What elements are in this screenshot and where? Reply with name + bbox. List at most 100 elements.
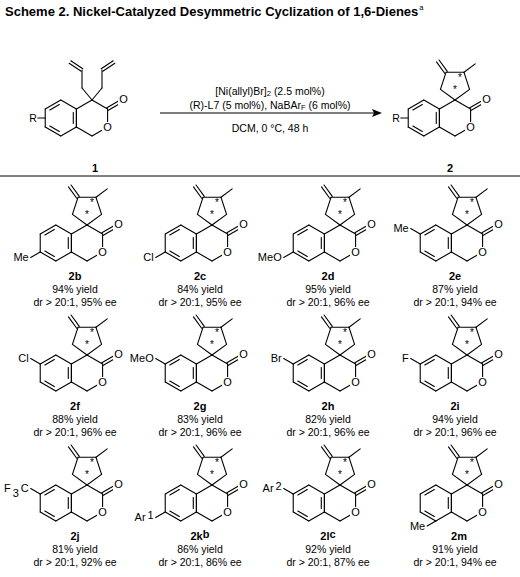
- ring-bond: [420, 234, 421, 252]
- ring-bond: [293, 494, 294, 512]
- selectivity-text: dr > 20:1, 96% ee: [286, 426, 369, 438]
- superscript: b: [203, 528, 210, 541]
- ring-bond: [325, 474, 340, 485]
- double-bond: [439, 60, 447, 71]
- ring-bond: [71, 494, 72, 512]
- substituent-bond: [31, 359, 41, 365]
- ring-bond: [420, 252, 436, 261]
- atom-label: O: [238, 219, 249, 230]
- ring-bond: [212, 344, 227, 355]
- ring-bond: [71, 252, 87, 261]
- ring-bond: [309, 355, 325, 364]
- ring-bond: [420, 364, 421, 382]
- aromatic-bond: [321, 368, 322, 379]
- ring-bond: [87, 225, 103, 234]
- ring-bond: [467, 485, 483, 494]
- ring-bond: [340, 214, 355, 225]
- aromatic-bond: [45, 229, 54, 234]
- stereo-mark: *: [215, 198, 219, 208]
- reaction-arrow: [160, 112, 374, 113]
- double-bond: [68, 447, 76, 458]
- atom-label: O: [97, 507, 108, 518]
- ring-bond: [420, 382, 436, 391]
- aromatic-bond: [425, 511, 434, 516]
- ring-bond: [476, 327, 482, 344]
- atom-label: O: [97, 377, 108, 388]
- ring-bond: [87, 474, 102, 485]
- ring-bond: [467, 214, 482, 225]
- atom-label: O: [477, 507, 488, 518]
- ring-bond: [196, 234, 197, 252]
- ring-bond: [40, 252, 56, 261]
- double-bond: [69, 63, 81, 71]
- footnote-mark: a: [419, 4, 423, 13]
- ring-bond: [325, 327, 331, 344]
- compound-number: 2j: [70, 530, 79, 543]
- ring-bond: [181, 225, 197, 234]
- ring-bond: [340, 225, 356, 234]
- ring-bond: [212, 355, 228, 364]
- ring-bond: [212, 214, 227, 225]
- double-bond: [71, 61, 83, 69]
- ring-bond: [324, 512, 340, 521]
- ring-bond: [324, 364, 325, 382]
- substituent: Me: [392, 223, 409, 234]
- ring-bond: [452, 197, 458, 214]
- aromatic-bond: [73, 113, 74, 124]
- atom-label: O: [222, 247, 233, 258]
- aromatic-bond: [170, 511, 179, 516]
- ring-bond: [71, 234, 72, 252]
- double-bond: [448, 187, 456, 198]
- ring-bond: [181, 382, 197, 391]
- ring-bond: [196, 364, 197, 382]
- allyl-bond: [81, 70, 82, 88]
- reagent-text: (R)-L7 (5 mol%), NaBAr: [189, 99, 300, 111]
- ring-bond: [196, 494, 197, 512]
- ring-bond: [451, 364, 452, 382]
- ring-bond: [451, 355, 467, 364]
- double-bond: [355, 486, 366, 493]
- ring-bond: [324, 234, 325, 252]
- ring-bond: [40, 382, 56, 391]
- aromatic-bond: [425, 251, 434, 256]
- ring-bond: [40, 364, 41, 382]
- ring-bond: [340, 355, 356, 364]
- reagent-text: (6 mol%): [309, 99, 351, 111]
- double-bond: [451, 445, 459, 456]
- reagent-text: (2.5 mol%): [274, 85, 325, 97]
- ring-bond: [452, 214, 467, 225]
- ring-bond: [196, 252, 212, 261]
- selectivity-text: dr > 20:1, 92% ee: [33, 556, 116, 568]
- ring-bond: [72, 474, 87, 485]
- aromatic-bond: [413, 126, 422, 131]
- selectivity-text: dr > 20:1, 96% ee: [413, 426, 496, 438]
- ring-bond: [56, 252, 72, 261]
- ring-bond: [340, 344, 355, 355]
- ring-bond: [56, 225, 72, 234]
- atom-label: O: [238, 479, 249, 490]
- methyl-bond: [349, 189, 360, 197]
- stereo-mark: *: [338, 210, 342, 220]
- condition-text: DCM, 0 °C, 48 h: [232, 122, 309, 134]
- aromatic-bond: [425, 359, 434, 364]
- atom-label: O: [113, 479, 124, 490]
- stereo-mark: *: [338, 470, 342, 480]
- ring-bond: [56, 382, 72, 391]
- compound-number: 2d: [322, 270, 335, 283]
- aromatic-bond: [321, 238, 322, 249]
- compound-number: 2k: [191, 530, 203, 543]
- double-bond: [482, 356, 493, 363]
- double-bond: [321, 447, 329, 458]
- methyl-bond: [349, 319, 360, 327]
- double-bond: [71, 445, 79, 456]
- ring-bond: [293, 355, 309, 364]
- atom-label: O: [477, 377, 488, 388]
- ring-bond: [40, 494, 41, 512]
- double-bond: [102, 356, 113, 363]
- ring-bond: [61, 127, 77, 136]
- double-bond: [324, 445, 332, 456]
- double-bond: [102, 486, 113, 493]
- double-bond: [227, 356, 238, 363]
- atom-label: O: [366, 479, 377, 490]
- ring-bond: [309, 225, 325, 234]
